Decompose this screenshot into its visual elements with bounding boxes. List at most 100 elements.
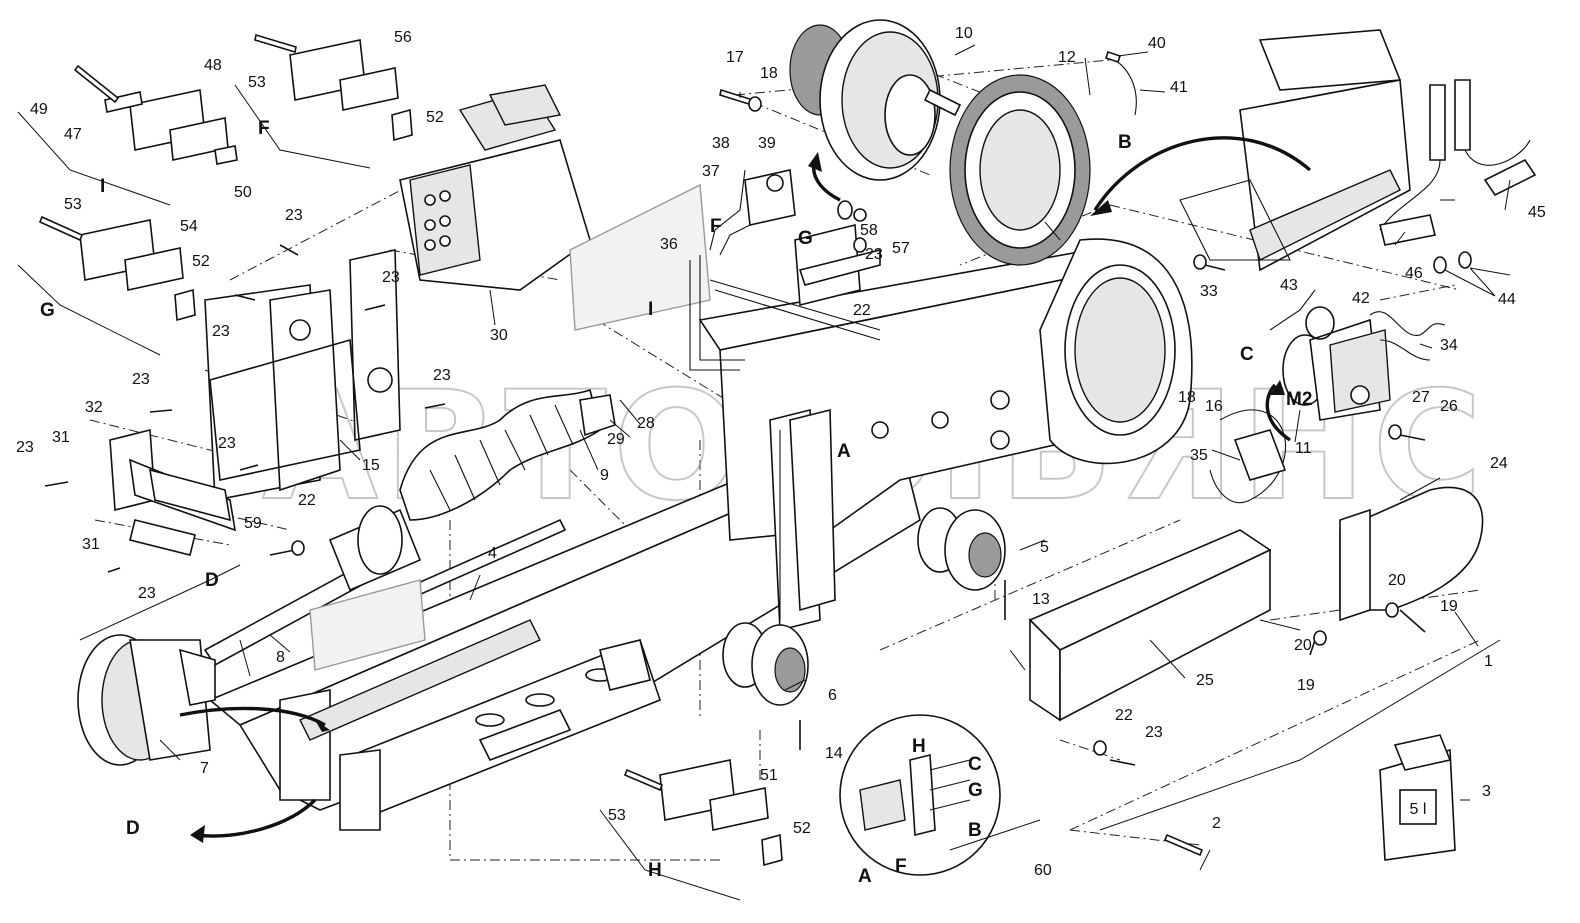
group-label-d: D [205,570,219,591]
label-16: 16 [1205,398,1223,415]
detail-label-c: C [968,754,982,775]
part-number-labels: 1 2 3 4 5 6 7 8 9 10 11 12 13 14 15 16 1… [16,25,1546,879]
leader-lines [159,44,1511,871]
cover-25 [1028,529,1272,722]
group-label-g: G [40,300,55,321]
label-15: 15 [362,457,380,474]
hose-assembly [689,169,881,371]
label-23d: 23 [132,371,150,388]
label-19a: 19 [1440,598,1458,615]
group-label-h: H [648,860,662,881]
label-50: 50 [234,184,252,201]
label-47: 47 [64,126,82,143]
group-label-d-arrow: D [126,818,140,839]
label-54: 54 [180,218,198,235]
label-7: 7 [200,760,209,777]
bracket-15 [204,249,401,501]
label-17: 17 [726,49,744,66]
label-33: 33 [1200,283,1218,300]
label-52a: 52 [426,109,444,126]
cables [1104,50,1446,336]
hose-label-g: G [798,228,813,249]
detail-label-b: B [968,820,982,841]
label-6: 6 [828,687,837,704]
label-23h: 23 [138,585,156,602]
group-label-c: C [1240,344,1254,365]
detail-label-f: F [895,856,907,877]
detail-label-h: H [912,736,926,757]
label-38: 38 [712,135,730,152]
hose-label-i: I [648,299,653,320]
tensioner-rod [203,505,422,667]
label-4: 4 [488,545,497,562]
label-39: 39 [758,135,776,152]
clamp-set-G [79,219,196,322]
front-idler [77,634,216,766]
final-drive-motor [789,19,962,181]
label-57: 57 [892,240,910,257]
vertical-bracket [769,408,836,632]
label-11: 11 [1295,440,1312,457]
label-49: 49 [30,101,48,118]
label-8: 8 [276,649,285,666]
label-2: 2 [1212,815,1221,832]
label-1: 1 [1484,653,1493,670]
label-58: 58 [860,222,878,239]
label-14: 14 [825,745,843,762]
label-23e: 23 [433,367,451,384]
label-51: 51 [760,767,778,784]
oil-canister [1379,734,1456,861]
label-32: 32 [85,399,103,416]
label-45: 45 [1528,204,1546,221]
label-60: 60 [1034,862,1052,879]
cover-24 [1339,486,1484,622]
group-label-m2: M2 [1286,389,1312,410]
cover-plates [309,183,711,671]
clamp-set-F [289,39,413,142]
hydraulic-motor [1282,318,1431,421]
label-41: 41 [1170,79,1188,96]
detail-label-g: G [968,780,983,801]
label-24: 24 [1490,455,1508,472]
label-22c: 22 [1115,707,1133,724]
label-56: 56 [394,29,412,46]
group-letter-labels: I F G H D D A B C M2 F G I H C G B A F [40,118,1312,887]
paver-machine [1179,29,1411,272]
detail-label-a: A [858,866,872,887]
label-36: 36 [660,236,678,253]
label-43: 43 [1280,277,1298,294]
label-35: 35 [1190,447,1208,464]
label-22b: 22 [298,492,316,509]
label-23f: 23 [218,435,236,452]
track-roller-5 [917,507,1006,591]
label-23c: 23 [212,323,230,340]
group-label-f: F [258,118,270,139]
label-31a: 31 [52,429,70,446]
label-22a: 22 [853,302,871,319]
label-40: 40 [1148,35,1166,52]
drive-sprocket [949,74,1091,266]
label-5: 5 [1040,539,1049,556]
label-29: 29 [607,431,625,448]
label-23b: 23 [382,269,400,286]
label-25: 25 [1196,672,1214,689]
label-26: 26 [1440,398,1458,415]
group-label-b: B [1118,132,1132,153]
label-48: 48 [204,57,222,74]
label-52b: 52 [192,253,210,270]
label-46: 46 [1405,265,1423,282]
track-roller-6 [722,622,809,706]
arrows [179,136,1312,843]
plates-31-32 [109,428,237,556]
hose-label-f: F [710,216,722,237]
label-53b: 53 [64,196,82,213]
label-18a: 18 [760,65,778,82]
label-20a: 20 [1388,572,1406,589]
label-18b: 18 [1178,389,1196,406]
clamp-set-H [659,759,783,867]
label-20b: 20 [1294,637,1312,654]
label-53a: 53 [248,74,266,91]
label-19b: 19 [1297,677,1315,694]
group-bracket-lines [17,84,1501,901]
